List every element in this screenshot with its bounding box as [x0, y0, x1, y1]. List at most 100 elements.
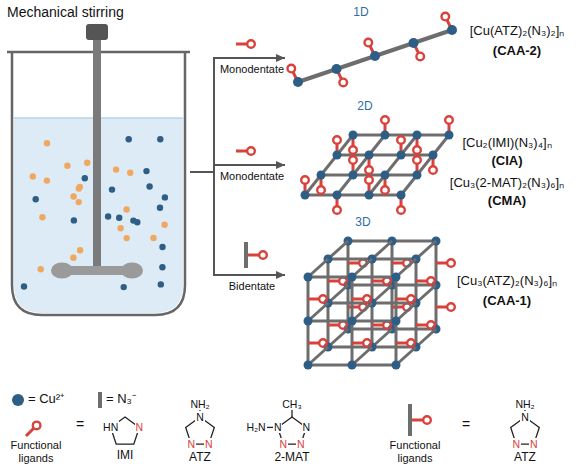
ligand-ring [397, 136, 405, 144]
label: 2-MAT [273, 451, 310, 465]
ligand-stick [26, 428, 34, 436]
ligand-stick [352, 342, 363, 345]
bond [291, 409, 292, 417]
cu-node [348, 361, 357, 370]
node-heading: Mechanical stirring [7, 4, 124, 20]
ligand-ring [287, 65, 295, 73]
cu-node [333, 191, 342, 200]
ion-dot [123, 206, 129, 212]
compound-code: (CIA) [491, 154, 522, 169]
ligand-ring [429, 166, 437, 174]
ligand-stick [412, 419, 423, 422]
ion-dot [82, 175, 88, 181]
atom-label: NH₂ [514, 398, 535, 410]
node-heading: 1D [353, 6, 368, 20]
node-heading: 2D [357, 100, 372, 114]
azide-link [321, 174, 353, 177]
label: = [461, 416, 471, 432]
ion-dot [124, 235, 130, 241]
ligand-ring [301, 176, 309, 184]
cu-node [317, 171, 326, 180]
ligand-stick [308, 298, 319, 301]
ion-dot [116, 215, 122, 221]
ligand-stick [328, 324, 339, 327]
compound-code: (CAA-2) [493, 44, 541, 59]
branch-arrow [190, 58, 285, 172]
formula: [Cu₃(2-MAT)₂(N₃)₆]ₙ [450, 176, 564, 191]
ligand-ring [363, 339, 371, 347]
ligand-ring [349, 146, 357, 154]
legend-swatch [98, 392, 102, 408]
azide-link [337, 56, 376, 69]
label: IMI [116, 449, 135, 463]
atom-label: H₂N [245, 421, 266, 433]
ion-dot [84, 160, 90, 166]
atom-label: CH₃ [281, 398, 302, 410]
ion-dot [150, 235, 156, 241]
label: ATZ [513, 451, 537, 465]
ion-dot [159, 264, 165, 270]
ligand-ring [33, 422, 41, 430]
cu-node [381, 131, 390, 140]
cu-node [304, 317, 313, 326]
ligand-ring [423, 416, 431, 424]
azide-link [352, 276, 396, 279]
ion-dot [143, 168, 149, 174]
azide-link [375, 43, 414, 56]
ion-dot [126, 136, 132, 142]
azide-link [417, 134, 449, 137]
ion-dot [76, 185, 82, 191]
atom-label: N [529, 438, 539, 450]
ion-dot [44, 140, 50, 146]
ligand-ring [413, 146, 421, 154]
reactor-node: Mechanical stirring [5, 4, 190, 326]
molecule-structures [111, 409, 540, 444]
ligand-ring [427, 277, 435, 285]
azide-link [337, 194, 369, 197]
ligand-stick [328, 280, 339, 283]
ion-dot [70, 193, 76, 199]
formula: [Cu(ATZ)₂(N₃)₂]ₙ [470, 24, 565, 39]
ligand-ring [365, 166, 373, 174]
azide-link [352, 364, 396, 367]
compound-code: (CMA) [488, 194, 526, 209]
cu-node [365, 191, 374, 200]
ion-dot [117, 225, 123, 231]
stirrer-motor [86, 24, 108, 40]
cu-node [293, 77, 303, 87]
edge-label: Monodentate [219, 170, 285, 183]
ligand-stick [236, 150, 247, 153]
cu-node [409, 38, 419, 48]
ion-dot [146, 183, 152, 189]
cu-node [365, 151, 374, 160]
ligand-stick [236, 43, 247, 46]
ion-dots [21, 136, 168, 290]
compound-code: (CAA-1) [483, 294, 531, 309]
azide-link [369, 154, 401, 157]
atom-label: N [511, 438, 521, 450]
ligand-ring [407, 339, 415, 347]
ligand-ring [363, 295, 371, 303]
ligand-ring [445, 116, 453, 124]
legend-text: = N₃⁻ [106, 392, 136, 407]
atom-label: N [296, 438, 306, 450]
ligand-stick [248, 254, 259, 257]
azide-link [308, 364, 352, 367]
ligand-stick [416, 324, 427, 327]
ion-dot [158, 281, 164, 287]
ion-dot [71, 217, 77, 223]
formula: [Cu₂(IMI)(N₃)₄]ₙ [462, 136, 551, 151]
ligand-ring [319, 339, 327, 347]
ion-dot [161, 222, 167, 228]
stirrer-blade [121, 263, 143, 279]
azide-link [308, 320, 352, 323]
stirrer-shaft [93, 36, 101, 272]
atom-label: N [204, 438, 214, 450]
cu-node [304, 361, 313, 370]
ligand-stick [396, 298, 407, 301]
structure-node: 2D [Cu₂(IMI)(N₃)₄]ₙ (CIA) [Cu₃(2-MAT)₂(N₃)₆… [285, 96, 578, 214]
azide-link [353, 134, 385, 137]
